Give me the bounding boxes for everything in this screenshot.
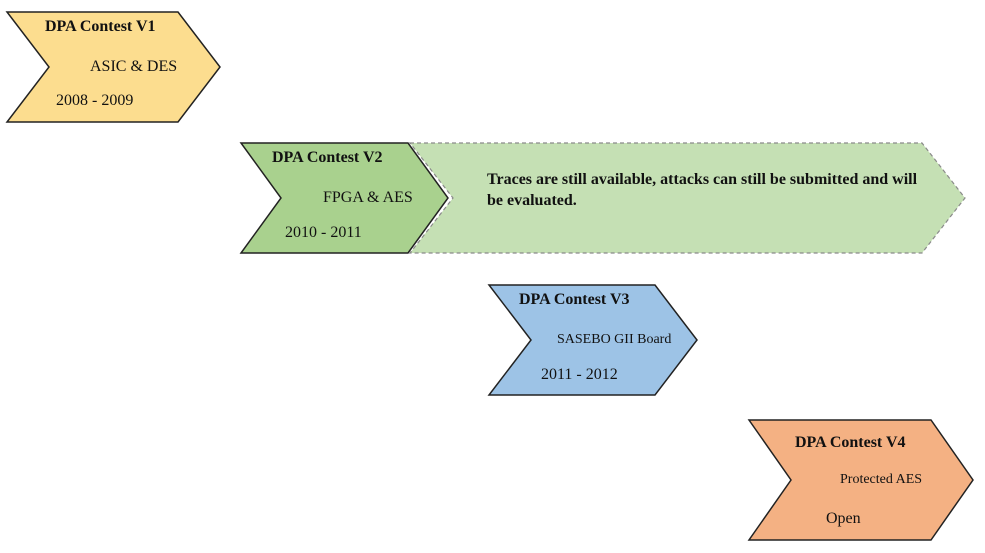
v1-period: 2008 - 2009	[56, 92, 134, 109]
v1-chevron	[5, 11, 221, 123]
v4-subtitle: Protected AES	[840, 472, 923, 487]
v3-chevron	[487, 284, 698, 396]
v2-note-text: Traces are still available, attacks can …	[487, 171, 918, 209]
v4-chevron	[747, 419, 974, 541]
v2-chevron	[239, 142, 449, 254]
v4-title: DPA Contest V4	[795, 434, 906, 451]
v1-title: DPA Contest V1	[45, 18, 156, 35]
v2-title: DPA Contest V2	[272, 149, 383, 166]
v2-note-arrow	[408, 142, 966, 254]
v3-subtitle: SASEBO GII Board	[557, 332, 672, 347]
v4-period: Open	[826, 510, 861, 527]
v2-period: 2010 - 2011	[285, 224, 362, 241]
v2-subtitle: FPGA & AES	[323, 189, 413, 206]
v3-title: DPA Contest V3	[519, 291, 630, 308]
v3-period: 2011 - 2012	[541, 366, 618, 383]
v1-subtitle: ASIC & DES	[90, 58, 178, 75]
